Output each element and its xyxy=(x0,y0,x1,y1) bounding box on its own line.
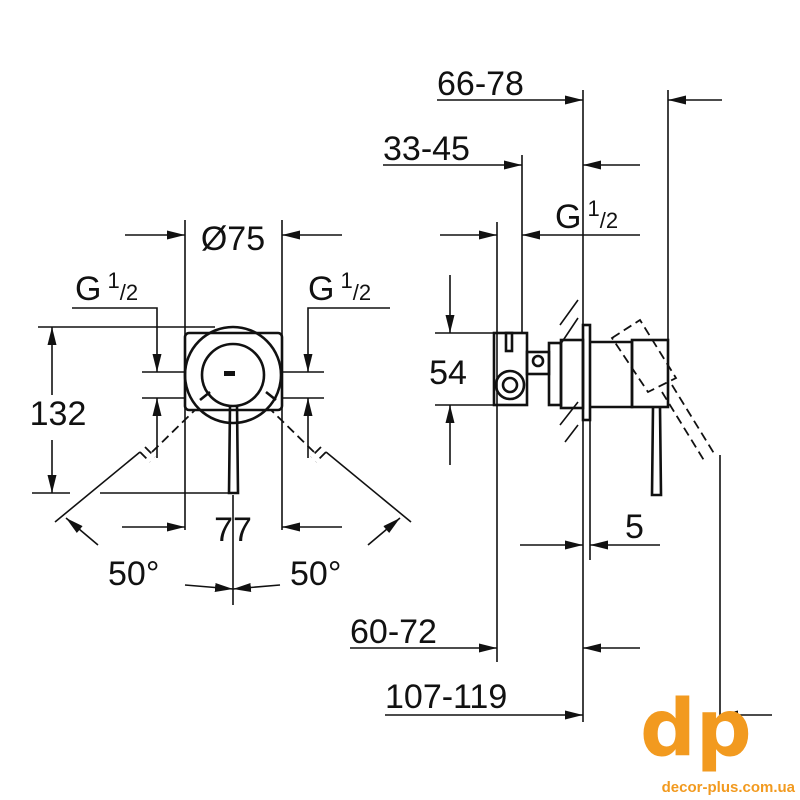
overall-label: 107-119 xyxy=(385,678,507,716)
diameter-label: Ø75 xyxy=(201,220,265,258)
depth-total-label: 66-78 xyxy=(437,65,524,103)
valve-body xyxy=(492,299,716,497)
brand-logo: dp xyxy=(640,684,752,774)
mixer-front xyxy=(183,325,284,495)
angle-right-label: 50° xyxy=(290,555,341,593)
angle-left-label: 50° xyxy=(108,555,159,593)
depth-body-label: 33-45 xyxy=(383,130,470,168)
brand-url: decor-plus.com.ua xyxy=(662,779,796,796)
install-min-label: 60-72 xyxy=(350,613,437,651)
plate-label: 5 xyxy=(625,508,644,546)
height-label: 132 xyxy=(30,395,87,433)
body-height-label: 54 xyxy=(429,354,467,392)
